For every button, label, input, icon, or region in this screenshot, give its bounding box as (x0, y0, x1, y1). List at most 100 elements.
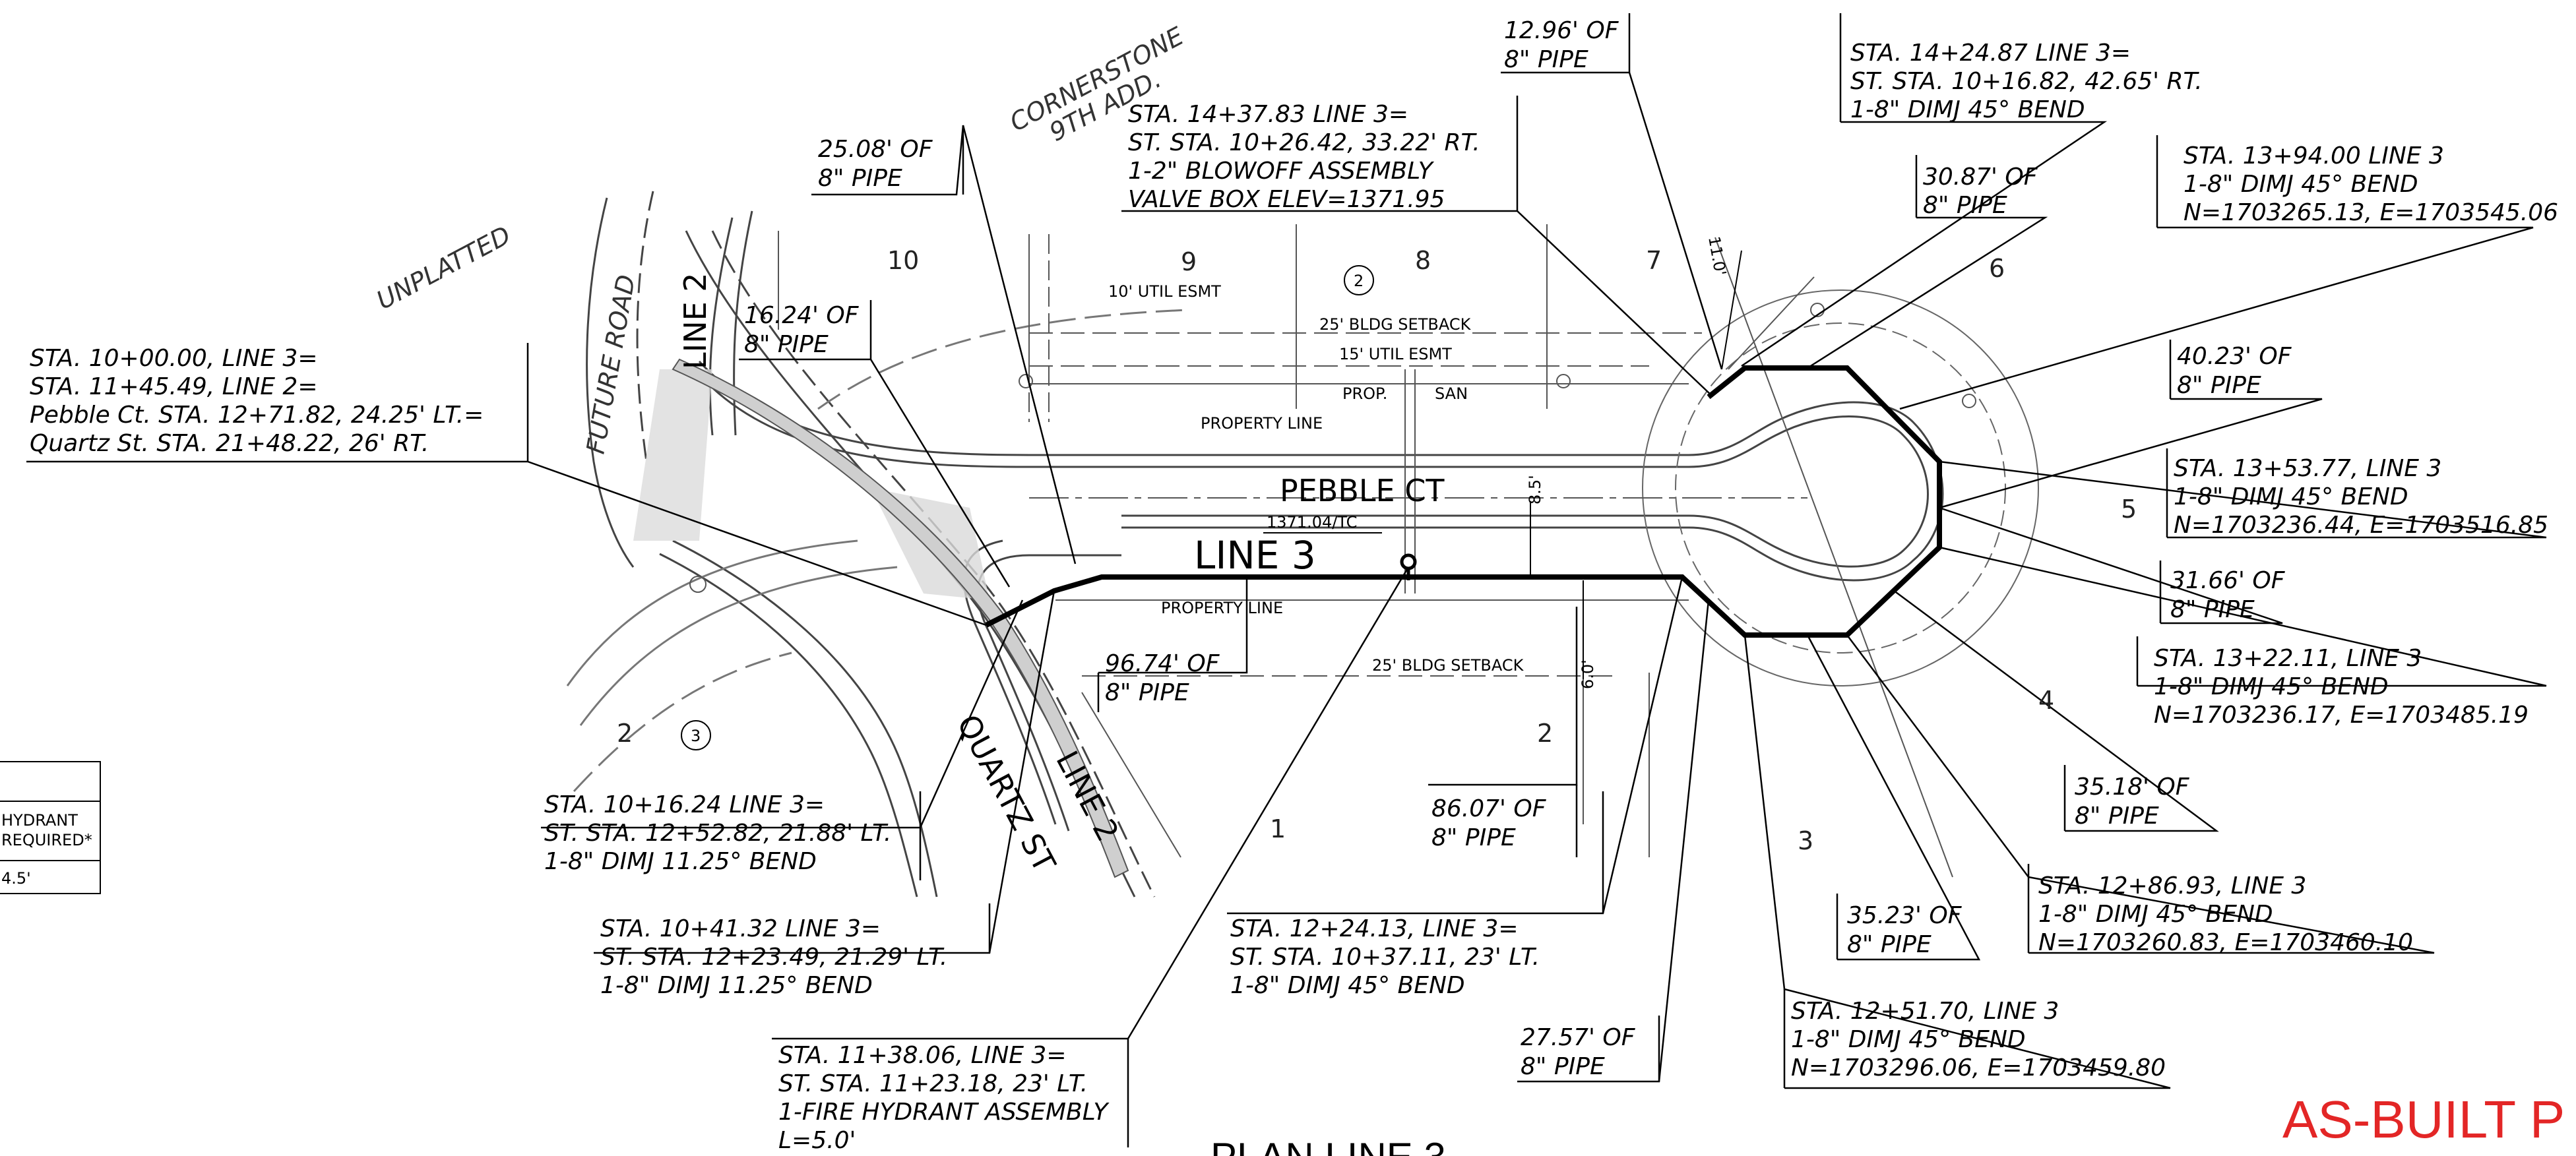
property-corner-1 (1019, 374, 1033, 388)
callout-c7-l2: 1-8" DIMJ 45° BEND (2183, 171, 2418, 198)
hatch-future-road (633, 369, 712, 541)
dim-110-line (1721, 250, 1742, 370)
label-dim-110: 11.0' (1705, 235, 1730, 277)
future-road-curb-1 (586, 197, 635, 568)
legend-value: 4.5' (1, 869, 31, 888)
callout-c7-l1: STA. 13+94.00 LINE 3 (2183, 142, 2444, 169)
label-dim-60: 6.0' (1579, 659, 1597, 689)
callout-c14-l2: 8" PIPE (1847, 931, 1932, 958)
line2-band (672, 358, 1129, 878)
label-property-line-bottom: PROPERTY LINE (1161, 599, 1283, 617)
diag-2 (1714, 237, 1953, 878)
callout-c11-l1: STA. 13+22.11, LINE 3 (2154, 645, 2422, 672)
future-road-curb-2 (636, 191, 654, 462)
leader-c16 (1517, 599, 1710, 1083)
callout-c20-l1: 96.74' OF (1105, 650, 1220, 677)
water-main-line3 (985, 365, 1942, 638)
legend-table: HYDRANT REQUIRED* 4.5' (0, 761, 101, 894)
lot-2: 2 (1537, 719, 1553, 748)
label-unplatted: UNPLATTED (372, 220, 516, 315)
leader-c20 (1098, 577, 1248, 674)
label-san: SAN (1435, 384, 1468, 403)
arc-left-1 (566, 539, 858, 686)
pebble-ct-north-curb (698, 360, 1944, 582)
callout-c19-l1: STA. 11+38.06, LINE 3= (778, 1042, 1067, 1069)
leader-c9 (1939, 460, 2547, 539)
leader-c4 (1501, 71, 1723, 370)
callout-c17-l2: ST. STA. 10+37.11, 23' LT. (1230, 944, 1540, 971)
label-prop: PROP. (1342, 384, 1387, 403)
callout-c4-l1: 12.96' OF (1504, 17, 1619, 44)
callout-c7-l3: N=1703265.13, E=1703545.06 (2183, 199, 2558, 226)
callout-c15-l1: STA. 12+51.70, LINE 3 (1791, 998, 2059, 1025)
callout-c18-l1: 86.07' OF (1431, 795, 1547, 822)
callout-c14-l1: 35.23' OF (1847, 902, 1963, 929)
callout-c17-l1: STA. 12+24.13, LINE 3= (1230, 915, 1519, 942)
callouts: STA. 10+00.00, LINE 3= STA. 11+45.49, LI… (30, 17, 2558, 1154)
lot-9: 9 (1181, 247, 1197, 276)
leader-c12 (1893, 589, 2219, 832)
arc-left-2 (579, 566, 898, 726)
property-corner-5 (689, 576, 707, 593)
label-quartz-st: QUARTZ ST (950, 709, 1063, 878)
callout-c21-l3: 1-8" DIMJ 11.25° BEND (600, 972, 873, 999)
as-built-stamp: AS-BUILT P (2282, 1090, 2565, 1149)
leader-c17 (1227, 576, 1683, 915)
label-util-esmt-10: 10' UTIL ESMT (1108, 282, 1221, 301)
map-labels: UNPLATTED CORNERSTONE 9TH ADD. FUTURE RO… (372, 21, 1730, 878)
callout-c19-l2: ST. STA. 11+23.18, 23' LT. (778, 1070, 1088, 1097)
arc-left-3 (573, 652, 792, 793)
cul-de-sac-outer (1642, 289, 2039, 686)
label-block-2: 2 (1354, 272, 1364, 290)
label-dim-85: 8.5' (1526, 475, 1544, 504)
callout-c10-l1: 31.66' OF (2170, 567, 2286, 594)
lot-8: 8 (1415, 246, 1431, 275)
lot-7: 7 (1646, 246, 1662, 275)
callout-c19-l4: L=5.0' (778, 1127, 856, 1154)
leader-c14 (1806, 634, 1981, 961)
pebble-ct-south-curb-inner (976, 554, 1121, 832)
leader-c2 (811, 125, 1077, 564)
callout-c12-l2: 8" PIPE (2075, 803, 2159, 830)
callout-c17-l3: 1-8" DIMJ 45° BEND (1230, 972, 1465, 999)
leader-c10 (1939, 506, 2283, 624)
callout-c3-l1: STA. 14+37.83 LINE 3= (1128, 101, 1408, 128)
callout-c15-l3: N=1703296.06, E=1703459.80 (1791, 1054, 2166, 1081)
legend-box (0, 761, 101, 894)
callout-c22-l2: ST. STA. 12+52.82, 21.88' LT. (544, 820, 891, 847)
label-util-esmt-15: 15' UTIL ESMT (1339, 345, 1452, 363)
callout-c19-l3: 1-FIRE HYDRANT ASSEMBLY (778, 1099, 1110, 1126)
callout-c4-l2: 8" PIPE (1504, 46, 1588, 73)
leader-c13 (1846, 634, 2435, 954)
callout-c1-l1: STA. 10+00.00, LINE 3= (30, 345, 318, 372)
property-corner-4 (1962, 394, 1976, 408)
quartz-st-west-curb-2 (659, 553, 918, 897)
callout-c11-l3: N=1703236.17, E=1703485.19 (2154, 702, 2529, 729)
lot-10: 10 (887, 246, 919, 275)
plan-title: PLAN LINE 3 (1210, 1135, 1446, 1156)
callout-c10-l2: 8" PIPE (2170, 596, 2255, 623)
callout-c16-l1: 27.57' OF (1521, 1024, 1636, 1051)
pebble-ct-north-curb-inner (698, 373, 1929, 568)
property-corner-2 (1556, 374, 1571, 388)
legend-header: HYDRANT (1, 811, 78, 830)
legend-sub: REQUIRED* (1, 831, 92, 849)
callout-c9-l3: N=1703236.44, E=1703516.85 (2174, 512, 2548, 539)
label-bldg-setback-top: 25' BLDG SETBACK (1319, 315, 1472, 334)
callout-c18-l2: 8" PIPE (1431, 824, 1516, 851)
callout-c3-l4: VALVE BOX ELEV=1371.95 (1128, 186, 1445, 213)
label-line2-top: LINE 2 (677, 272, 713, 369)
arc-left-4 (817, 309, 1188, 410)
callout-c2-l2: 8" PIPE (818, 165, 902, 192)
future-road-curb-4 (733, 210, 753, 436)
lot-3: 3 (1798, 826, 1813, 855)
dimensions (1530, 250, 1742, 679)
callout-c9-l2: 1-8" DIMJ 45° BEND (2174, 483, 2408, 510)
block-3-circle (681, 720, 711, 750)
callout-c15-l2: 1-8" DIMJ 45° BEND (1791, 1026, 2026, 1053)
callout-c1-l4: Quartz St. STA. 21+48.22, 26' RT. (30, 430, 429, 457)
quartz-st-west-curb (672, 539, 938, 897)
callout-c13-l1: STA. 12+86.93, LINE 3 (2038, 872, 2306, 899)
callout-c16-l2: 8" PIPE (1521, 1053, 1605, 1080)
